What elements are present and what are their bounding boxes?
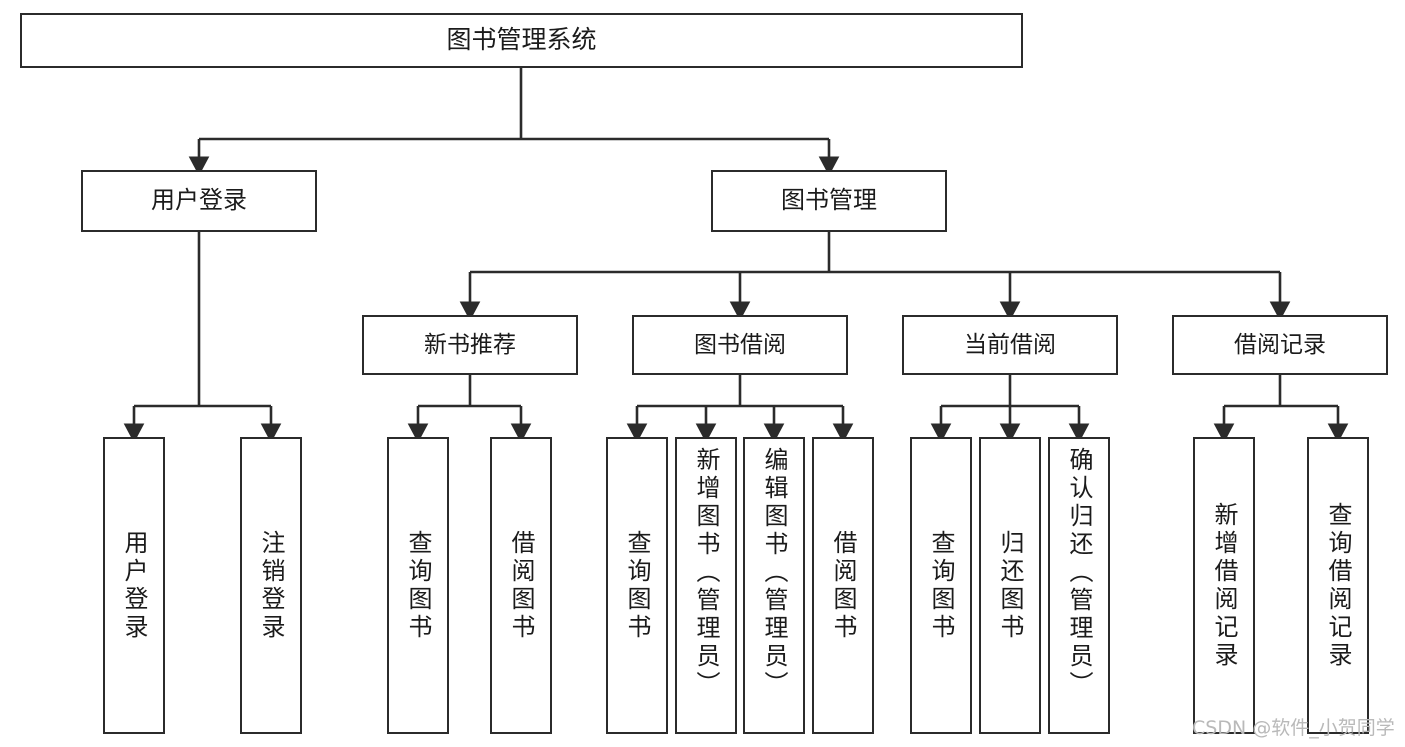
- node-leaf-return-book-label: 归还图书: [996, 529, 1024, 642]
- node-root[interactable]: 图书管理系统: [20, 13, 1023, 68]
- node-borrow-record-label: 借阅记录: [1234, 331, 1326, 358]
- node-leaf-query-record-label: 查询借阅记录: [1324, 501, 1352, 670]
- node-leaf-edit-book[interactable]: 编辑图书（管理员）: [743, 437, 805, 734]
- node-leaf-add-record-label: 新增借阅记录: [1210, 501, 1238, 670]
- node-leaf-borrow-book-2[interactable]: 借阅图书: [812, 437, 874, 734]
- node-leaf-add-book[interactable]: 新增图书（管理员）: [675, 437, 737, 734]
- node-leaf-logout[interactable]: 注销登录: [240, 437, 302, 734]
- node-leaf-query-book-3[interactable]: 查询图书: [910, 437, 972, 734]
- node-book-borrow[interactable]: 图书借阅: [632, 315, 848, 375]
- node-leaf-user-login[interactable]: 用户登录: [103, 437, 165, 734]
- node-leaf-logout-label: 注销登录: [257, 529, 285, 642]
- node-leaf-query-record[interactable]: 查询借阅记录: [1307, 437, 1369, 734]
- node-leaf-query-book-1[interactable]: 查询图书: [387, 437, 449, 734]
- node-leaf-query-book-2[interactable]: 查询图书: [606, 437, 668, 734]
- node-current-borrow-label: 当前借阅: [964, 331, 1056, 358]
- node-book-manage[interactable]: 图书管理: [711, 170, 947, 232]
- node-leaf-query-book-2-label: 查询图书: [623, 529, 651, 642]
- node-current-borrow[interactable]: 当前借阅: [902, 315, 1118, 375]
- node-leaf-confirm-return[interactable]: 确认归还（管理员）: [1048, 437, 1110, 734]
- node-user-login[interactable]: 用户登录: [81, 170, 317, 232]
- node-root-label: 图书管理系统: [446, 25, 597, 55]
- node-leaf-add-book-label: 新增图书（管理员）: [692, 447, 720, 699]
- node-leaf-add-record[interactable]: 新增借阅记录: [1193, 437, 1255, 734]
- node-leaf-query-book-3-label: 查询图书: [927, 529, 955, 642]
- node-borrow-record[interactable]: 借阅记录: [1172, 315, 1388, 375]
- watermark: CSDN @软件_小贺同学: [1192, 717, 1395, 739]
- node-leaf-user-login-label: 用户登录: [120, 529, 148, 642]
- node-book-borrow-label: 图书借阅: [694, 331, 786, 358]
- node-leaf-query-book-1-label: 查询图书: [404, 529, 432, 642]
- node-leaf-edit-book-label: 编辑图书（管理员）: [760, 447, 788, 699]
- node-book-manage-label: 图书管理: [781, 186, 877, 215]
- node-leaf-confirm-return-label: 确认归还（管理员）: [1065, 447, 1093, 699]
- node-user-login-label: 用户登录: [151, 186, 247, 215]
- node-new-book-recommend-label: 新书推荐: [424, 331, 516, 358]
- node-leaf-borrow-book-2-label: 借阅图书: [829, 529, 857, 642]
- node-leaf-borrow-book-1-label: 借阅图书: [507, 529, 535, 642]
- node-new-book-recommend[interactable]: 新书推荐: [362, 315, 578, 375]
- node-leaf-return-book[interactable]: 归还图书: [979, 437, 1041, 734]
- node-leaf-borrow-book-1[interactable]: 借阅图书: [490, 437, 552, 734]
